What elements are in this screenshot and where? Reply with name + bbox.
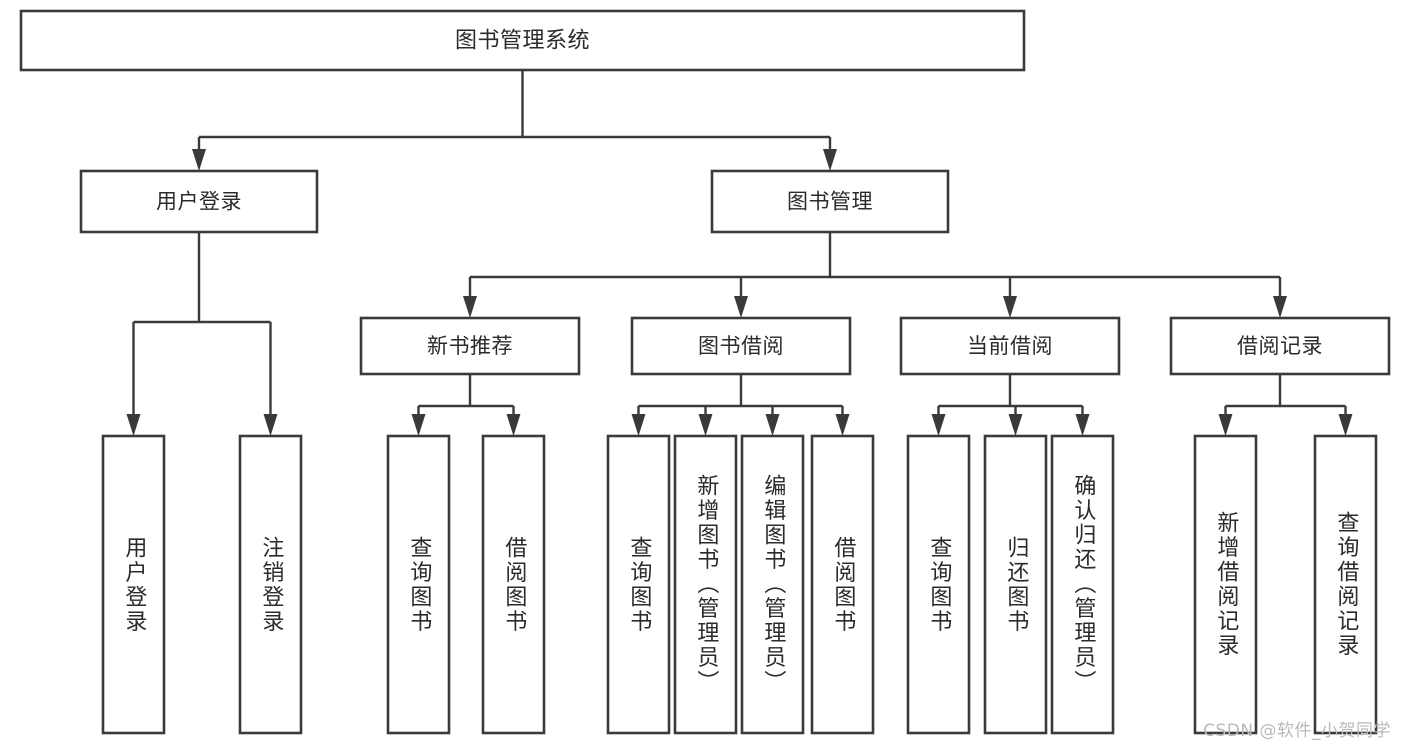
leaf-node-8[interactable] [906,434,971,735]
leaf-arrow-3-0-arrowhead [1218,414,1233,436]
level2-arrow-0-arrowhead [192,149,206,171]
level3-node-label: 图书借阅 [698,334,784,358]
level2-node-0[interactable]: 用户登录 [79,169,319,234]
leaf-node-12[interactable] [1313,434,1378,735]
root-node-label: 图书管理系统 [455,29,590,54]
level2-node-rect[interactable] [710,169,950,234]
leaf-arrow-1-2-arrowhead [765,414,780,436]
leaf-arrow-2-1-arrowhead [1008,414,1023,436]
leaf-node-9[interactable] [983,434,1048,735]
level3-node-rect[interactable] [1169,316,1391,376]
leaf-node-2[interactable] [386,434,451,735]
level3-arrow-2-arrowhead [1003,296,1017,318]
leaf-node-rect[interactable] [1050,434,1115,735]
leaf-arrow-1-1-arrowhead [698,414,713,436]
level3-node-3[interactable]: 借阅记录 [1169,316,1391,376]
leaf-node-rect[interactable] [386,434,451,735]
leaf-node-5[interactable] [673,434,738,735]
level2-node-label: 图书管理 [787,190,873,214]
level3-node-rect[interactable] [899,316,1121,376]
leaf-node-rect[interactable] [101,434,166,735]
leaf-node-rect[interactable] [1193,434,1258,735]
level3-node-label: 当前借阅 [967,334,1053,358]
level2-node-1[interactable]: 图书管理 [710,169,950,234]
leaf-node-3[interactable] [481,434,546,735]
leaf-node-rect[interactable] [606,434,671,735]
leaf-node-rect[interactable] [906,434,971,735]
root-node-0[interactable]: 图书管理系统 [19,9,1026,72]
leaf-node-rect[interactable] [1313,434,1378,735]
leaf-node-1[interactable] [238,434,303,735]
level2-arrow-1-arrowhead [823,149,837,171]
root-node-rect[interactable] [19,9,1026,72]
leaf-arrow-2-2-arrowhead [1075,414,1090,436]
user-login-leaf-arrow-0-arrowhead [126,414,141,436]
watermark: CSDN @软件_小贺同学 [1203,721,1391,741]
leaf-arrow-1-0-arrowhead [631,414,646,436]
level3-node-2[interactable]: 当前借阅 [899,316,1121,376]
leaf-arrow-0-1-arrowhead [506,414,521,436]
level2-node-label: 用户登录 [156,190,242,214]
leaf-node-rect[interactable] [238,434,303,735]
leaf-node-rect[interactable] [673,434,738,735]
level3-node-rect[interactable] [359,316,581,376]
user-login-leaf-arrow-1-arrowhead [263,414,278,436]
leaf-arrow-3-1-arrowhead [1338,414,1353,436]
leaf-arrow-0-0-arrowhead [411,414,426,436]
level3-node-rect[interactable] [630,316,852,376]
leaf-node-6[interactable] [740,434,805,735]
level3-arrow-0-arrowhead [463,296,477,318]
leaf-arrow-2-0-arrowhead [931,414,946,436]
level3-node-label: 新书推荐 [427,334,513,358]
leaf-arrow-1-3-arrowhead [835,414,850,436]
connector-layer [126,70,1353,436]
level3-node-0[interactable]: 新书推荐 [359,316,581,376]
leaf-node-4[interactable] [606,434,671,735]
level3-node-1[interactable]: 图书借阅 [630,316,852,376]
leaf-node-0[interactable] [101,434,166,735]
level2-node-rect[interactable] [79,169,319,234]
leaf-node-10[interactable] [1050,434,1115,735]
level3-node-label: 借阅记录 [1237,334,1323,358]
leaf-node-11[interactable] [1193,434,1258,735]
leaf-node-rect[interactable] [810,434,875,735]
leaf-node-rect[interactable] [740,434,805,735]
level3-arrow-3-arrowhead [1273,296,1287,318]
leaf-node-rect[interactable] [481,434,546,735]
level3-arrow-1-arrowhead [734,296,748,318]
leaf-node-rect[interactable] [983,434,1048,735]
leaf-node-7[interactable] [810,434,875,735]
